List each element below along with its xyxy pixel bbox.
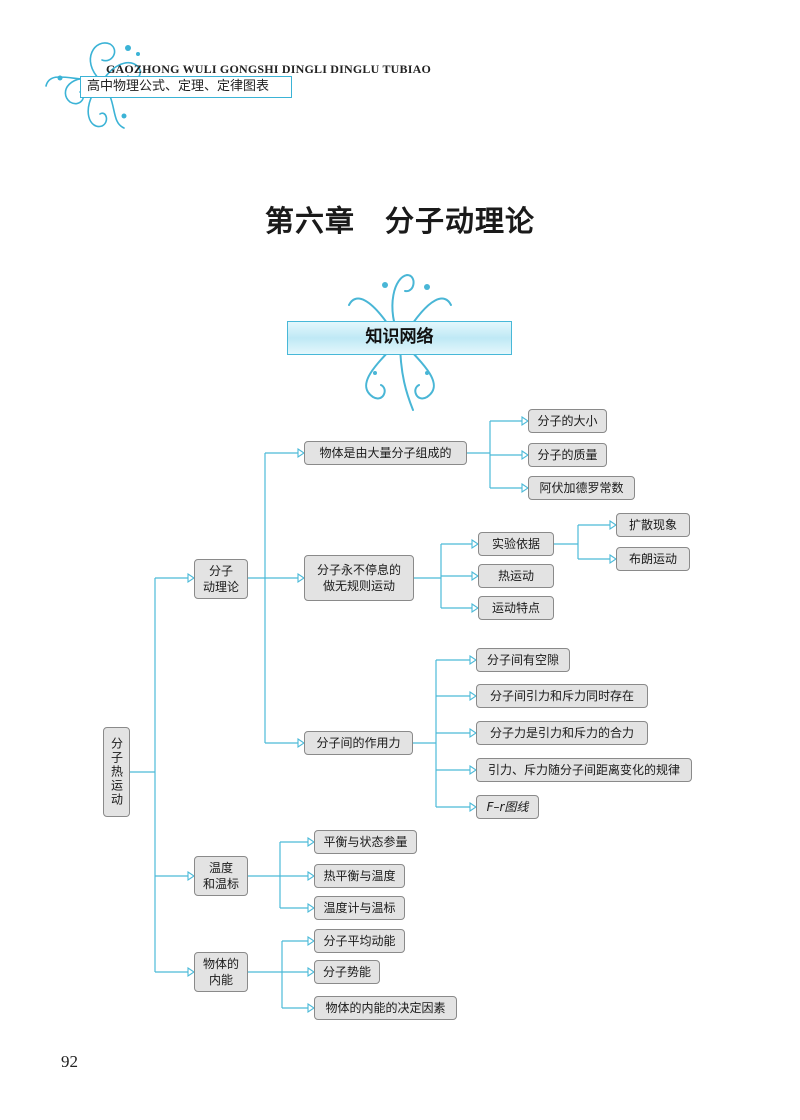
node-force-distance-law: 引力、斥力随分子间距离变化的规律 (476, 758, 692, 782)
node-avogadro-constant: 阿伏加德罗常数 (528, 476, 635, 500)
node-molecule-mass: 分子的质量 (528, 443, 607, 467)
node-internal-energy: 物体的 内能 (194, 952, 248, 992)
node-potential-energy: 分子势能 (314, 960, 380, 984)
node-random-motion: 分子永不停息的 做无规则运动 (304, 555, 414, 601)
chapter-title: 第六章 分子动理论 (264, 204, 535, 238)
node-resultant-force: 分子力是引力和斥力的合力 (476, 721, 648, 745)
node-molecular-gaps: 分子间有空隙 (476, 648, 570, 672)
root-node: 分子热运动 (103, 727, 130, 817)
node-motion-features: 运动特点 (478, 596, 554, 620)
node-average-kinetic-energy: 分子平均动能 (314, 929, 405, 953)
node-thermal-motion: 热运动 (478, 564, 554, 588)
node-force-distance-graph: F–r图线 (476, 795, 539, 819)
node-molecular-kinetic-theory: 分子 动理论 (194, 559, 248, 599)
node-internal-energy-factors: 物体的内能的决定因素 (314, 996, 457, 1020)
node-forces-coexist: 分子间引力和斥力同时存在 (476, 684, 648, 708)
node-brownian-motion: 布朗运动 (616, 547, 690, 571)
node-intermolecular-force: 分子间的作用力 (304, 731, 413, 755)
node-molecule-size: 分子的大小 (528, 409, 607, 433)
section-banner: 知识网络 (287, 321, 512, 355)
node-thermometer-scale: 温度计与温标 (314, 896, 405, 920)
header-pinyin-title: GAOZHONG WULI GONGSHI DINGLI DINGLU TUBI… (106, 62, 432, 76)
header-chinese-title: 高中物理公式、定理、定律图表 (80, 76, 292, 98)
node-composed-of-molecules: 物体是由大量分子组成的 (304, 441, 467, 465)
page-number: 92 (61, 1052, 78, 1071)
node-temperature-scale: 温度 和温标 (194, 856, 248, 896)
node-thermal-equilibrium: 热平衡与温度 (314, 864, 405, 888)
node-experimental-basis: 实验依据 (478, 532, 554, 556)
root-node-text: 分子热运动 (109, 737, 124, 807)
node-diffusion: 扩散现象 (616, 513, 690, 537)
node-equilibrium-state-params: 平衡与状态参量 (314, 830, 417, 854)
